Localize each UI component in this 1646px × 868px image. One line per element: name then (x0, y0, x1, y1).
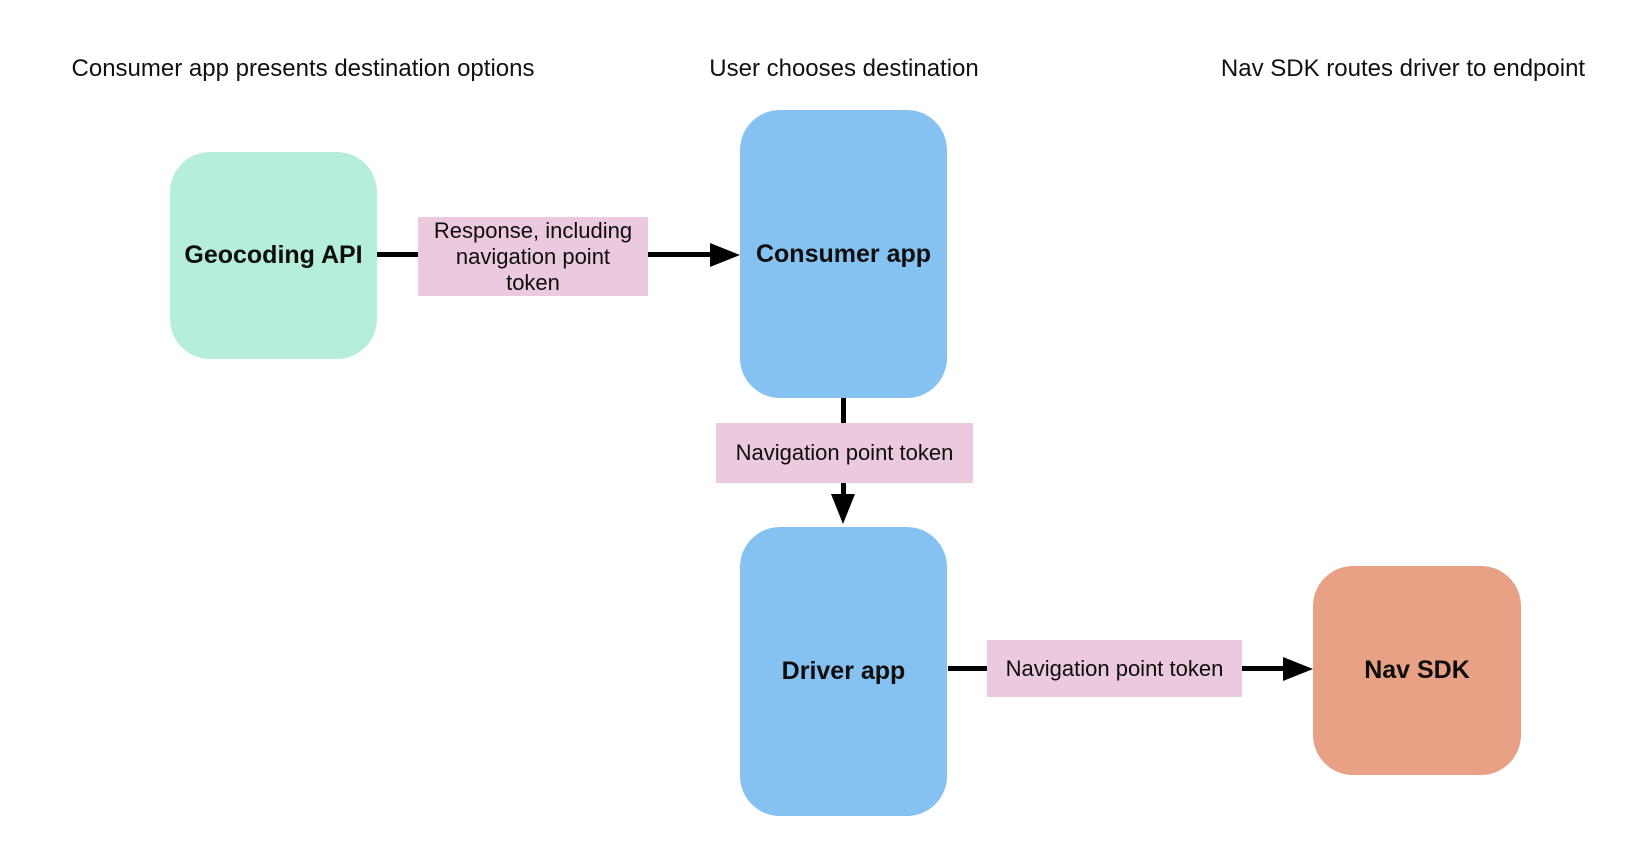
node-consumer-app: Consumer app (740, 110, 947, 398)
edge-label-response-including-token: Response, including navigation point tok… (418, 217, 648, 296)
column-header-navsdk-routes: Nav SDK routes driver to endpoint (1220, 55, 1586, 82)
node-geocoding-api: Geocoding API (170, 152, 377, 359)
node-driver-app: Driver app (740, 527, 947, 816)
edge-label-navigation-point-token: Navigation point token (987, 640, 1242, 697)
arrowhead-right-icon (1283, 657, 1313, 681)
column-header-user-chooses: User chooses destination (709, 55, 979, 82)
node-consumer-app-label: Consumer app (755, 239, 932, 268)
column-header-consumer-presents: Consumer app presents destination option… (71, 55, 535, 82)
node-nav-sdk-label: Nav SDK (1364, 656, 1470, 684)
arrowhead-down-icon (831, 494, 855, 524)
node-geocoding-api-label: Geocoding API (184, 241, 363, 269)
node-nav-sdk: Nav SDK (1313, 566, 1521, 775)
arrowhead-right-icon (710, 243, 740, 267)
node-driver-app-label: Driver app (781, 657, 906, 685)
edge-label-navigation-point-token: Navigation point token (716, 423, 973, 483)
